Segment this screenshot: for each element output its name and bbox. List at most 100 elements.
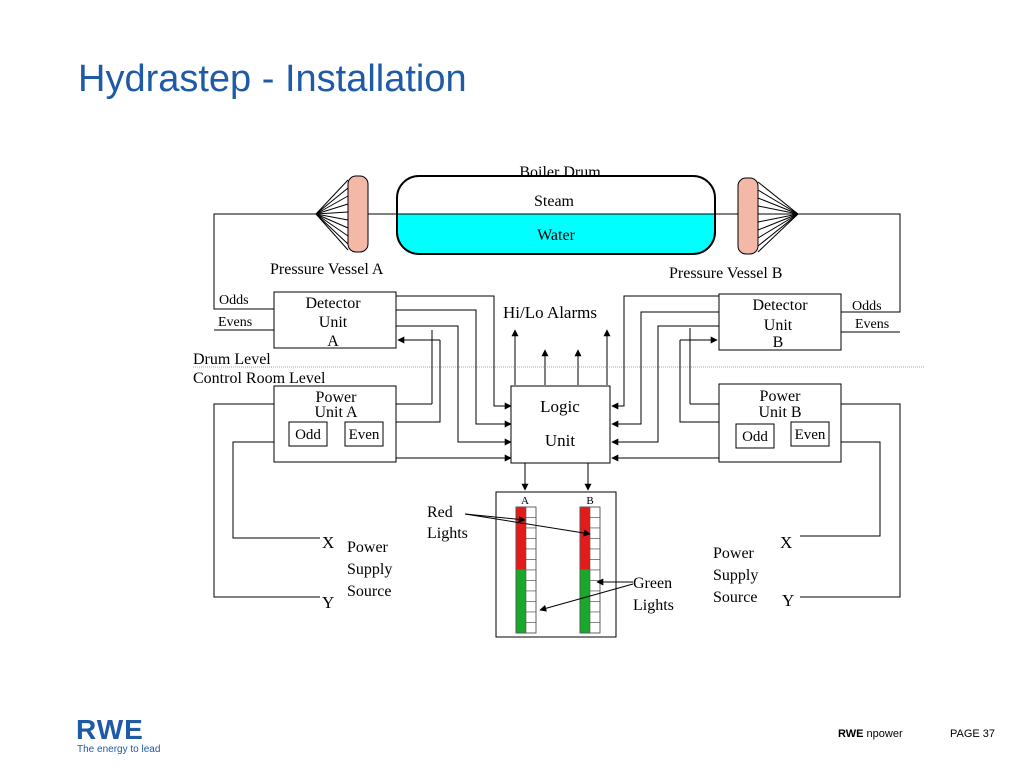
column-b-scale-cell bbox=[589, 601, 601, 613]
column-a-green-light bbox=[515, 601, 527, 613]
brand-bold: RWE bbox=[838, 728, 864, 740]
column-a-column-frame bbox=[515, 506, 537, 634]
column-b-red-light bbox=[579, 517, 591, 529]
column-b-scale-cell bbox=[589, 622, 601, 634]
evens-left-label: Evens bbox=[218, 315, 252, 330]
column-b-scale-cell bbox=[589, 517, 601, 529]
column-b-scale-cell bbox=[589, 559, 601, 571]
column-a-green-light bbox=[515, 569, 527, 581]
pressure-vessel-a-cap bbox=[315, 175, 397, 253]
column-b-green-light bbox=[579, 611, 591, 623]
left-supply-y: Y bbox=[322, 593, 334, 612]
odd-b-label: Odd bbox=[742, 429, 768, 445]
water-fill bbox=[397, 214, 715, 254]
column-b-scale-cell bbox=[589, 569, 601, 581]
column-a-green-light bbox=[515, 580, 527, 592]
pressure-vessel-b-label: Pressure Vessel B bbox=[669, 265, 782, 282]
power-b-line-1: Power bbox=[760, 388, 802, 405]
column-b-green-light bbox=[579, 569, 591, 581]
rwe-logo-text: RWE bbox=[76, 714, 144, 745]
column-a-scale-cell bbox=[525, 611, 537, 623]
right-supply-line-2: Supply bbox=[713, 567, 758, 584]
column-a-red-light bbox=[515, 538, 527, 550]
column-b-green-light bbox=[579, 601, 591, 613]
column-b-scale-cell bbox=[589, 611, 601, 623]
odd-a-label: Odd bbox=[295, 427, 321, 443]
red-lights-line-1: Red bbox=[427, 504, 453, 521]
column-b-scale-cell bbox=[589, 527, 601, 539]
column-b-green-light bbox=[579, 622, 591, 634]
column-b-scale-cell bbox=[589, 538, 601, 550]
column-b-red-light bbox=[579, 559, 591, 571]
boiler-drum bbox=[396, 175, 716, 255]
column-a-scale-cell bbox=[525, 559, 537, 571]
even-b-label: Even bbox=[795, 427, 826, 443]
detector-a-line-2: Unit bbox=[319, 314, 348, 331]
column-a-scale-cell bbox=[525, 548, 537, 560]
column-a-scale-cell bbox=[525, 590, 537, 602]
column-b-scale-cell bbox=[589, 590, 601, 602]
column-b-scale-cell bbox=[589, 506, 601, 518]
page-number: PAGE 37 bbox=[950, 728, 996, 740]
logic-line-1: Logic bbox=[540, 397, 580, 416]
left-supply-x: X bbox=[322, 533, 334, 552]
left-supply-line-1: Power bbox=[347, 539, 389, 556]
detector-unit-b bbox=[718, 293, 842, 351]
wire-vessel-a-odds bbox=[213, 213, 316, 310]
column-a-green-light bbox=[515, 611, 527, 623]
odds-left-label: Odds bbox=[219, 293, 249, 308]
right-supply-y: Y bbox=[782, 591, 794, 610]
brand-rest: npower bbox=[863, 728, 903, 740]
detector-a-line-1: Detector bbox=[305, 295, 361, 312]
even-a-label: Even bbox=[349, 427, 380, 443]
detector-a-line-3: A bbox=[327, 333, 339, 350]
green-lights-line-1: Green bbox=[633, 575, 672, 592]
column-b-red-light bbox=[579, 506, 591, 518]
power-a-line-2: Unit A bbox=[314, 404, 358, 421]
logic-line-2: Unit bbox=[545, 431, 576, 450]
slide-title: Hydrastep - Installation bbox=[78, 58, 467, 100]
right-supply-line-3: Source bbox=[713, 589, 757, 606]
column-b-label: B bbox=[586, 495, 593, 507]
power-b-line-2: Unit B bbox=[758, 404, 801, 421]
right-supply-line-1: Power bbox=[713, 545, 755, 562]
detector-unit-a bbox=[273, 291, 397, 349]
column-a-label: A bbox=[521, 495, 529, 507]
steam-label: Steam bbox=[534, 193, 575, 210]
control-room-level-label: Control Room Level bbox=[193, 370, 326, 387]
indicator-column-b bbox=[579, 506, 601, 634]
column-a-red-light bbox=[515, 548, 527, 560]
evens-right-label: Evens bbox=[855, 317, 889, 332]
right-supply-x: X bbox=[780, 533, 792, 552]
hi-lo-alarms-label: Hi/Lo Alarms bbox=[503, 303, 597, 322]
left-power-supply-wiring bbox=[213, 403, 320, 598]
column-a-green-light bbox=[515, 590, 527, 602]
detector-b-line-1: Detector bbox=[752, 297, 808, 314]
column-a-red-light bbox=[515, 506, 527, 518]
column-a-scale-cell bbox=[525, 517, 537, 529]
water-label: Water bbox=[537, 227, 575, 244]
detector-b-line-3: B bbox=[773, 334, 784, 351]
left-supply-line-3: Source bbox=[347, 583, 391, 600]
column-a-scale-cell bbox=[525, 538, 537, 550]
column-b-scale-cell bbox=[589, 548, 601, 560]
column-a-scale-cell bbox=[525, 601, 537, 613]
power-a-line-1: Power bbox=[316, 389, 358, 406]
column-a-scale-cell bbox=[525, 506, 537, 518]
green-lights-line-2: Lights bbox=[633, 597, 674, 614]
column-a-scale-cell bbox=[525, 622, 537, 634]
column-a-red-light bbox=[515, 559, 527, 571]
wiring-a-side bbox=[396, 295, 512, 462]
column-a-scale-cell bbox=[525, 527, 537, 539]
red-lights-line-2: Lights bbox=[427, 525, 468, 542]
pressure-vessel-a-label: Pressure Vessel A bbox=[270, 261, 384, 278]
column-b-red-light bbox=[579, 548, 591, 560]
footer-brand: RWE npower bbox=[838, 728, 903, 740]
column-b-green-light bbox=[579, 580, 591, 592]
right-power-supply-wiring bbox=[800, 403, 901, 598]
indicator-column-a bbox=[515, 506, 537, 634]
column-a-green-light bbox=[515, 622, 527, 634]
column-b-red-light bbox=[579, 538, 591, 550]
logo-tagline: The energy to lead bbox=[77, 744, 161, 755]
